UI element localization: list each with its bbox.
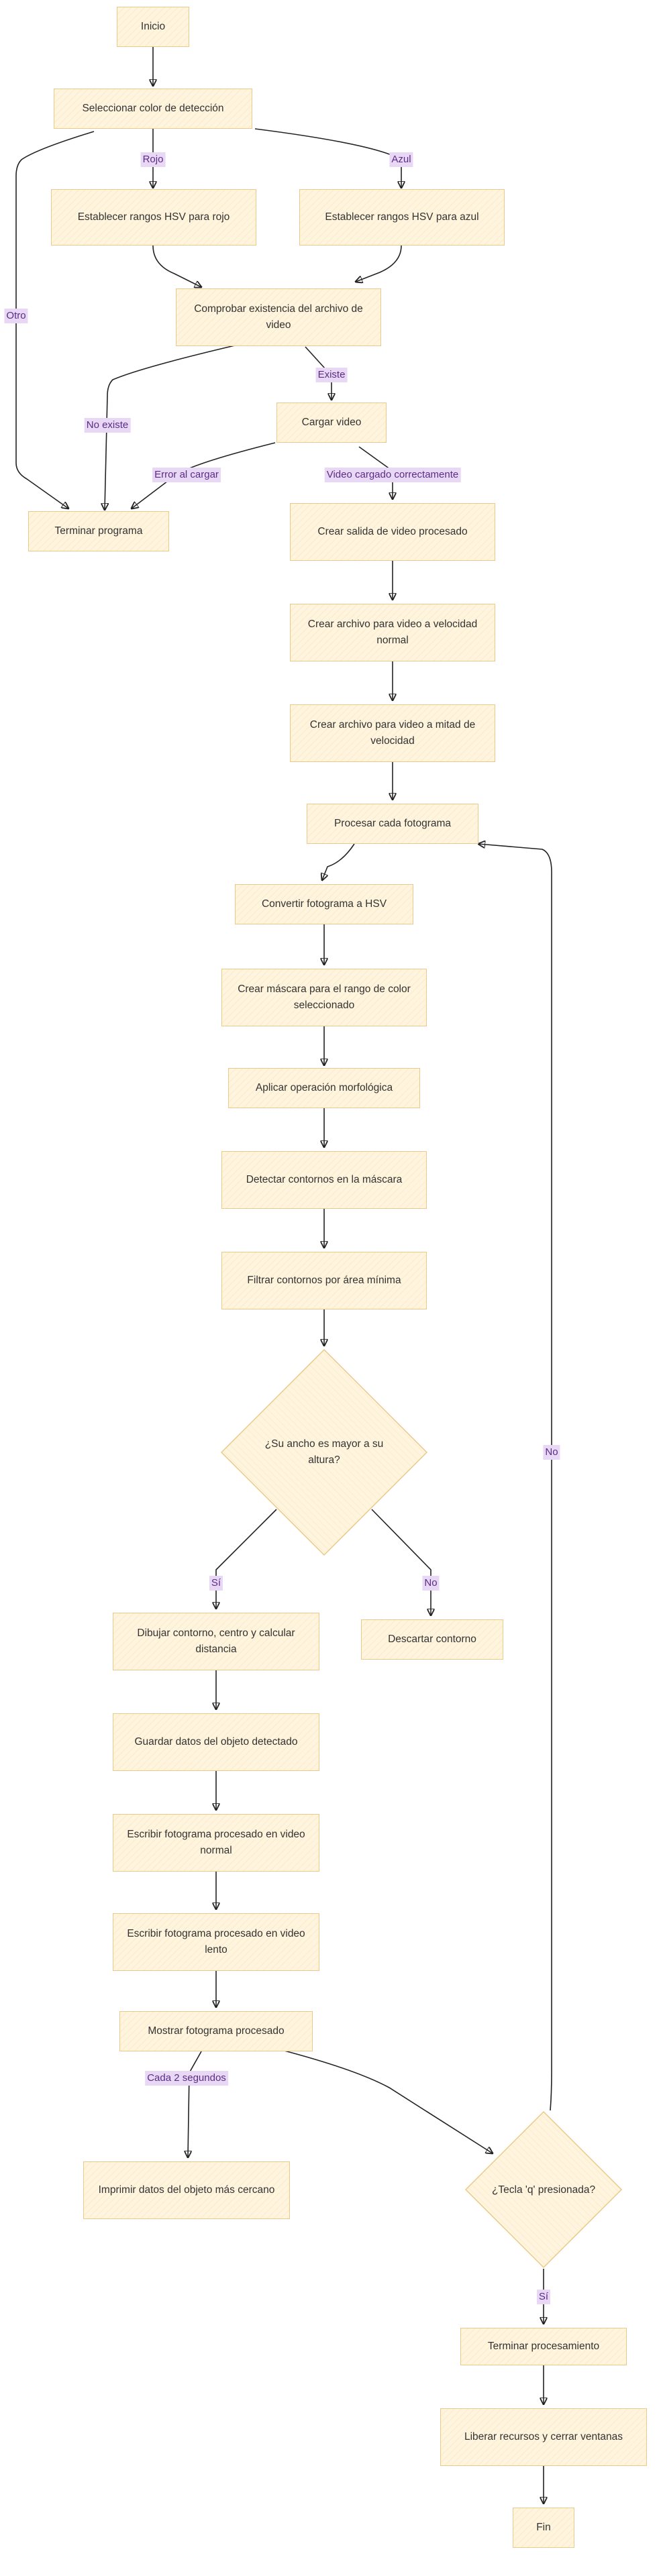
node-convertir-hsv[interactable]: Convertir fotograma a HSV [235, 884, 413, 924]
node-dibujar-contorno[interactable]: Dibujar contorno, centro y calcular dist… [113, 1613, 319, 1670]
node-detectar-contornos[interactable]: Detectar contornos en la máscara [221, 1151, 427, 1209]
node-filtrar-contornos[interactable]: Filtrar contornos por área mínima [221, 1252, 427, 1309]
edge-hsv-azul-comprobar [356, 245, 402, 282]
node-terminar-procesamiento[interactable]: Terminar procesamiento [460, 2328, 627, 2365]
edge-ancho-descartar [371, 1509, 431, 1615]
node-liberar-recursos[interactable]: Liberar recursos y cerrar ventanas [440, 2408, 647, 2466]
edge-label-si-tecla: Sí [536, 2290, 551, 2304]
node-imprimir-datos[interactable]: Imprimir datos del objeto más cercano [83, 2161, 290, 2219]
edge-seleccionar-terminar [15, 131, 95, 508]
node-inicio[interactable]: Inicio [117, 7, 189, 47]
edge-label-no-existe: No existe [84, 418, 131, 433]
node-archivo-normal[interactable]: Crear archivo para video a velocidad nor… [290, 604, 495, 661]
node-archivo-mitad[interactable]: Crear archivo para video a mitad de velo… [290, 704, 495, 762]
node-tecla-q[interactable] [464, 2110, 623, 2269]
node-operacion-morfologica[interactable]: Aplicar operación morfológica [228, 1068, 420, 1108]
edge-label-error-cargar: Error al cargar [152, 468, 221, 482]
node-mostrar-fotograma[interactable]: Mostrar fotograma procesado [119, 2011, 313, 2051]
edge-label-existe: Existe [315, 368, 348, 382]
edge-procesar-convertir [322, 843, 355, 880]
node-terminar-programa[interactable]: Terminar programa [28, 511, 169, 551]
node-fin[interactable]: Fin [513, 2508, 574, 2548]
node-escribir-lento[interactable]: Escribir fotograma procesado en video le… [113, 1913, 319, 1971]
node-ancho-mayor-altura[interactable] [220, 1348, 428, 1556]
edge-seleccionar-hsv-azul [254, 128, 401, 188]
edge-mostrar-tecla [281, 2049, 493, 2153]
edge-label-rojo: Rojo [140, 152, 166, 167]
edge-label-cada-2-segundos: Cada 2 segundos [145, 2071, 228, 2086]
edge-ancho-dibujar [216, 1509, 277, 1609]
node-ancho-mayor-altura-text: ¿Su ancho es mayor a su altura? [264, 1438, 384, 1466]
node-cargar-video[interactable]: Cargar video [276, 402, 387, 443]
node-hsv-rojo[interactable]: Establecer rangos HSV para rojo [51, 189, 256, 246]
node-guardar-datos[interactable]: Guardar datos del objeto detectado [113, 1713, 319, 1771]
node-escribir-normal[interactable]: Escribir fotograma procesado en video no… [113, 1814, 319, 1872]
edge-label-azul: Azul [389, 152, 413, 167]
edge-label-otro: Otro [4, 309, 28, 323]
edge-label-no-ancho: No [422, 1576, 440, 1591]
edge-tecla-procesar [478, 844, 552, 2111]
node-descartar-contorno[interactable]: Descartar contorno [361, 1619, 503, 1660]
edge-label-no-tecla: No [543, 1445, 560, 1460]
node-comprobar-archivo[interactable]: Comprobar existencia del archivo de vide… [176, 288, 381, 346]
node-crear-salida[interactable]: Crear salida de video procesado [290, 503, 495, 561]
edge-comprobar-terminar [105, 345, 236, 510]
node-seleccionar-color[interactable]: Seleccionar color de detección [54, 89, 252, 129]
edge-hsv-rojo-comprobar [152, 245, 201, 287]
node-procesar-fotograma[interactable]: Procesar cada fotograma [307, 804, 478, 844]
edge-label-cargado-ok: Video cargado correctamente [324, 468, 461, 482]
edge-label-si-ancho: Sí [209, 1576, 223, 1591]
node-tecla-q-text: ¿Tecla 'q' presionada? [491, 2184, 596, 2196]
edge-mostrar-imprimir [188, 2051, 202, 2157]
node-hsv-azul[interactable]: Establecer rangos HSV para azul [299, 189, 505, 246]
node-crear-mascara[interactable]: Crear máscara para el rango de color sel… [221, 969, 427, 1026]
